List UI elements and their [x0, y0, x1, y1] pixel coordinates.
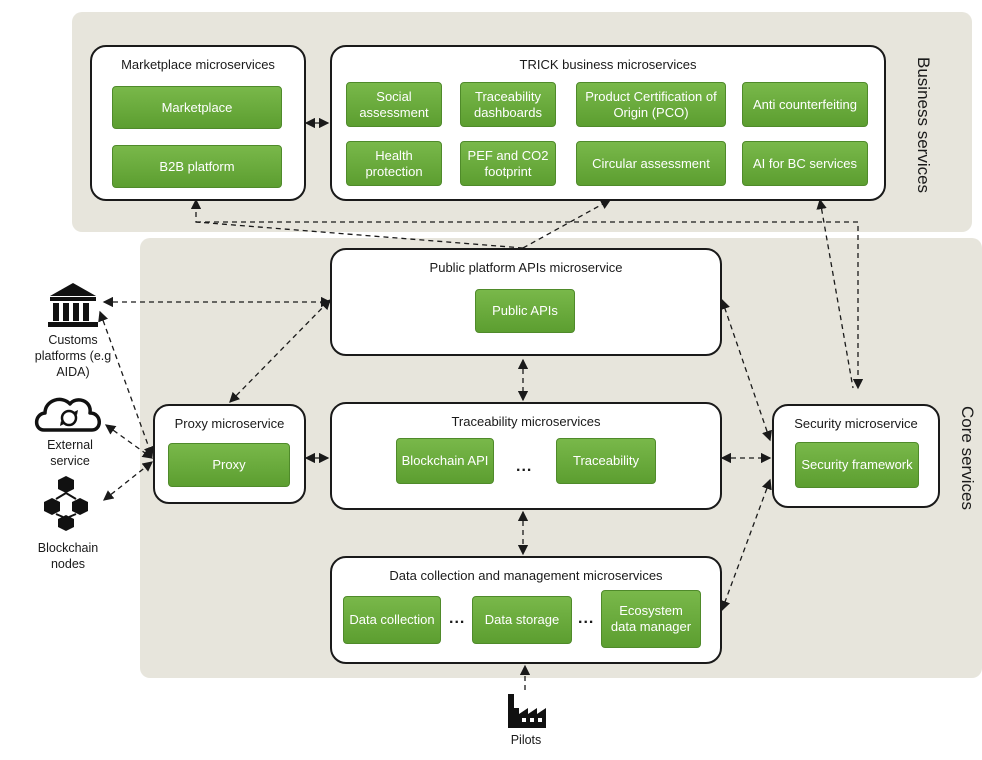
security-framework-service[interactable]: Security framework [795, 442, 919, 488]
blockchain-cubes-icon [44, 476, 88, 531]
data-ellipsis-2: ... [578, 610, 595, 627]
cloud-icon [34, 397, 101, 432]
blockchain-api-service[interactable]: Blockchain API [396, 438, 494, 484]
social-assessment-service[interactable]: Social assessment [346, 82, 442, 127]
trick-business-title: TRICK business microservices [519, 57, 697, 72]
data-ellipsis-1: ... [449, 610, 466, 627]
business-services-label: Business services [914, 57, 933, 194]
public-apis-service[interactable]: Public APIs [475, 289, 575, 333]
health-protection-service[interactable]: Health protection [346, 141, 442, 186]
ai-for-bc-service[interactable]: AI for BC services [742, 141, 868, 186]
proxy-title: Proxy microservice [174, 416, 285, 431]
pco-service[interactable]: Product Certification of Origin (PCO) [576, 82, 726, 127]
pef-co2-service[interactable]: PEF and CO2 footprint [460, 141, 556, 186]
traceability-service[interactable]: Traceability [556, 438, 656, 484]
data-collection-service[interactable]: Data collection [343, 596, 441, 644]
b2b-platform-service[interactable]: B2B platform [112, 145, 282, 188]
external-service-label: External service [47, 438, 93, 468]
circular-assessment-service[interactable]: Circular assessment [576, 141, 726, 186]
traceability-group: Traceability microservices [330, 402, 722, 510]
customs-label: Customs platforms (e.g AIDA) [34, 333, 112, 379]
core-services-label: Core services [958, 406, 977, 510]
data-storage-service[interactable]: Data storage [472, 596, 572, 644]
data-collection-title: Data collection and management microserv… [389, 568, 663, 583]
traceability-title: Traceability microservices [451, 414, 601, 429]
security-title: Security microservice [794, 416, 918, 431]
marketplace-title: Marketplace microservices [121, 57, 275, 72]
marketplace-service[interactable]: Marketplace [112, 86, 282, 129]
pilots-label: Pilots [510, 733, 542, 747]
anti-counterfeiting-service[interactable]: Anti counterfeiting [742, 82, 868, 127]
ecosystem-data-manager-service[interactable]: Ecosystem data manager [601, 590, 701, 648]
public-api-title: Public platform APIs microservice [429, 260, 623, 275]
traceability-dashboards-service[interactable]: Traceability dashboards [460, 82, 556, 127]
blockchain-nodes-label: Blockchain nodes [37, 541, 99, 571]
factory-icon [508, 694, 546, 728]
proxy-service[interactable]: Proxy [168, 443, 290, 487]
traceability-ellipsis: ... [516, 458, 533, 475]
bank-icon [48, 283, 98, 327]
